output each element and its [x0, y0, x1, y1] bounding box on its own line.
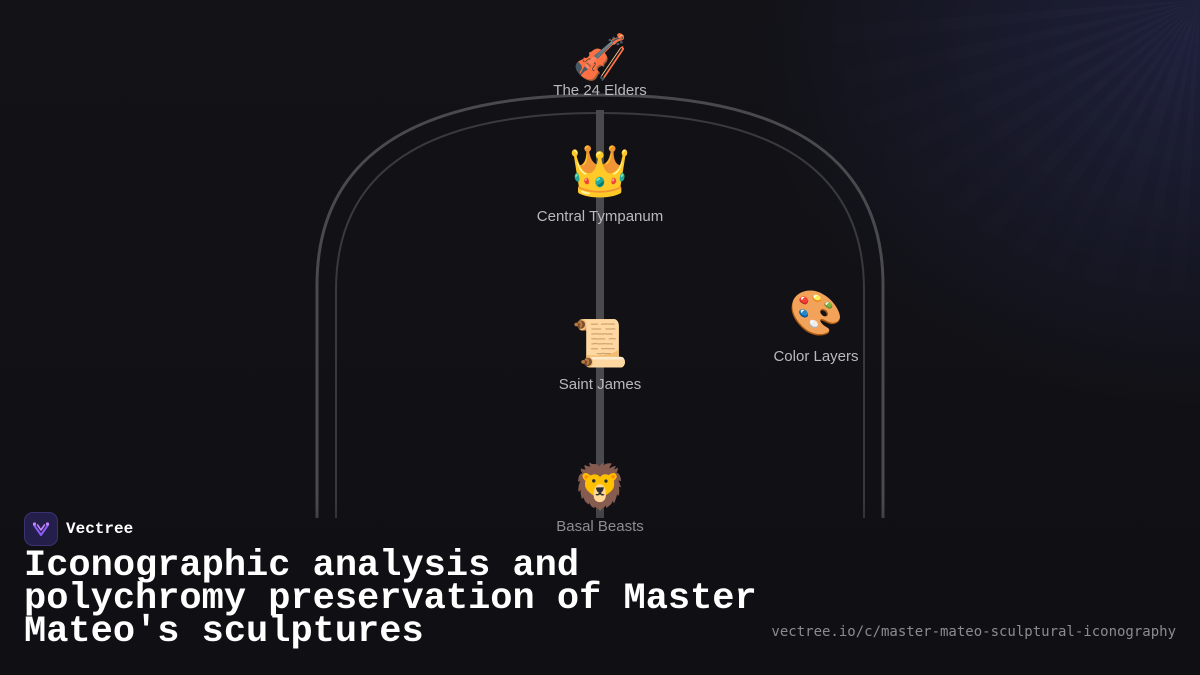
node-label: Basal Beasts — [556, 518, 644, 535]
node-saint-james[interactable]: 📜 Saint James — [559, 320, 642, 393]
brand[interactable]: Vectree — [24, 512, 133, 546]
node-label: The 24 Elders — [553, 82, 647, 99]
outer-arch — [315, 93, 885, 518]
crown-icon: 👑 — [568, 142, 632, 200]
node-color-layers[interactable]: 🎨 Color Layers — [773, 288, 859, 366]
vectree-logo-icon — [24, 512, 58, 546]
brand-name: Vectree — [66, 520, 134, 538]
lion-icon: 🦁 — [572, 462, 628, 513]
violin-icon: 🎻 — [572, 32, 628, 83]
node-basal-beasts[interactable]: 🦁 Basal Beasts — [556, 462, 644, 536]
node-the-24-elders[interactable]: 🎻 The 24 Elders — [553, 32, 647, 100]
page-title: Iconographic analysis and polychromy pre… — [24, 545, 757, 653]
node-central-tympanum[interactable]: 👑 Central Tympanum — [537, 146, 663, 225]
bottom-fade — [0, 500, 1200, 675]
node-label: Central Tympanum — [536, 208, 664, 225]
node-label: Color Layers — [773, 348, 859, 365]
palette-icon: 🎨 — [788, 288, 844, 339]
node-label: Saint James — [558, 376, 642, 393]
page-url[interactable]: vectree.io/c/master-mateo-sculptural-ico… — [771, 624, 1176, 640]
scroll-icon: 📜 — [571, 316, 629, 370]
